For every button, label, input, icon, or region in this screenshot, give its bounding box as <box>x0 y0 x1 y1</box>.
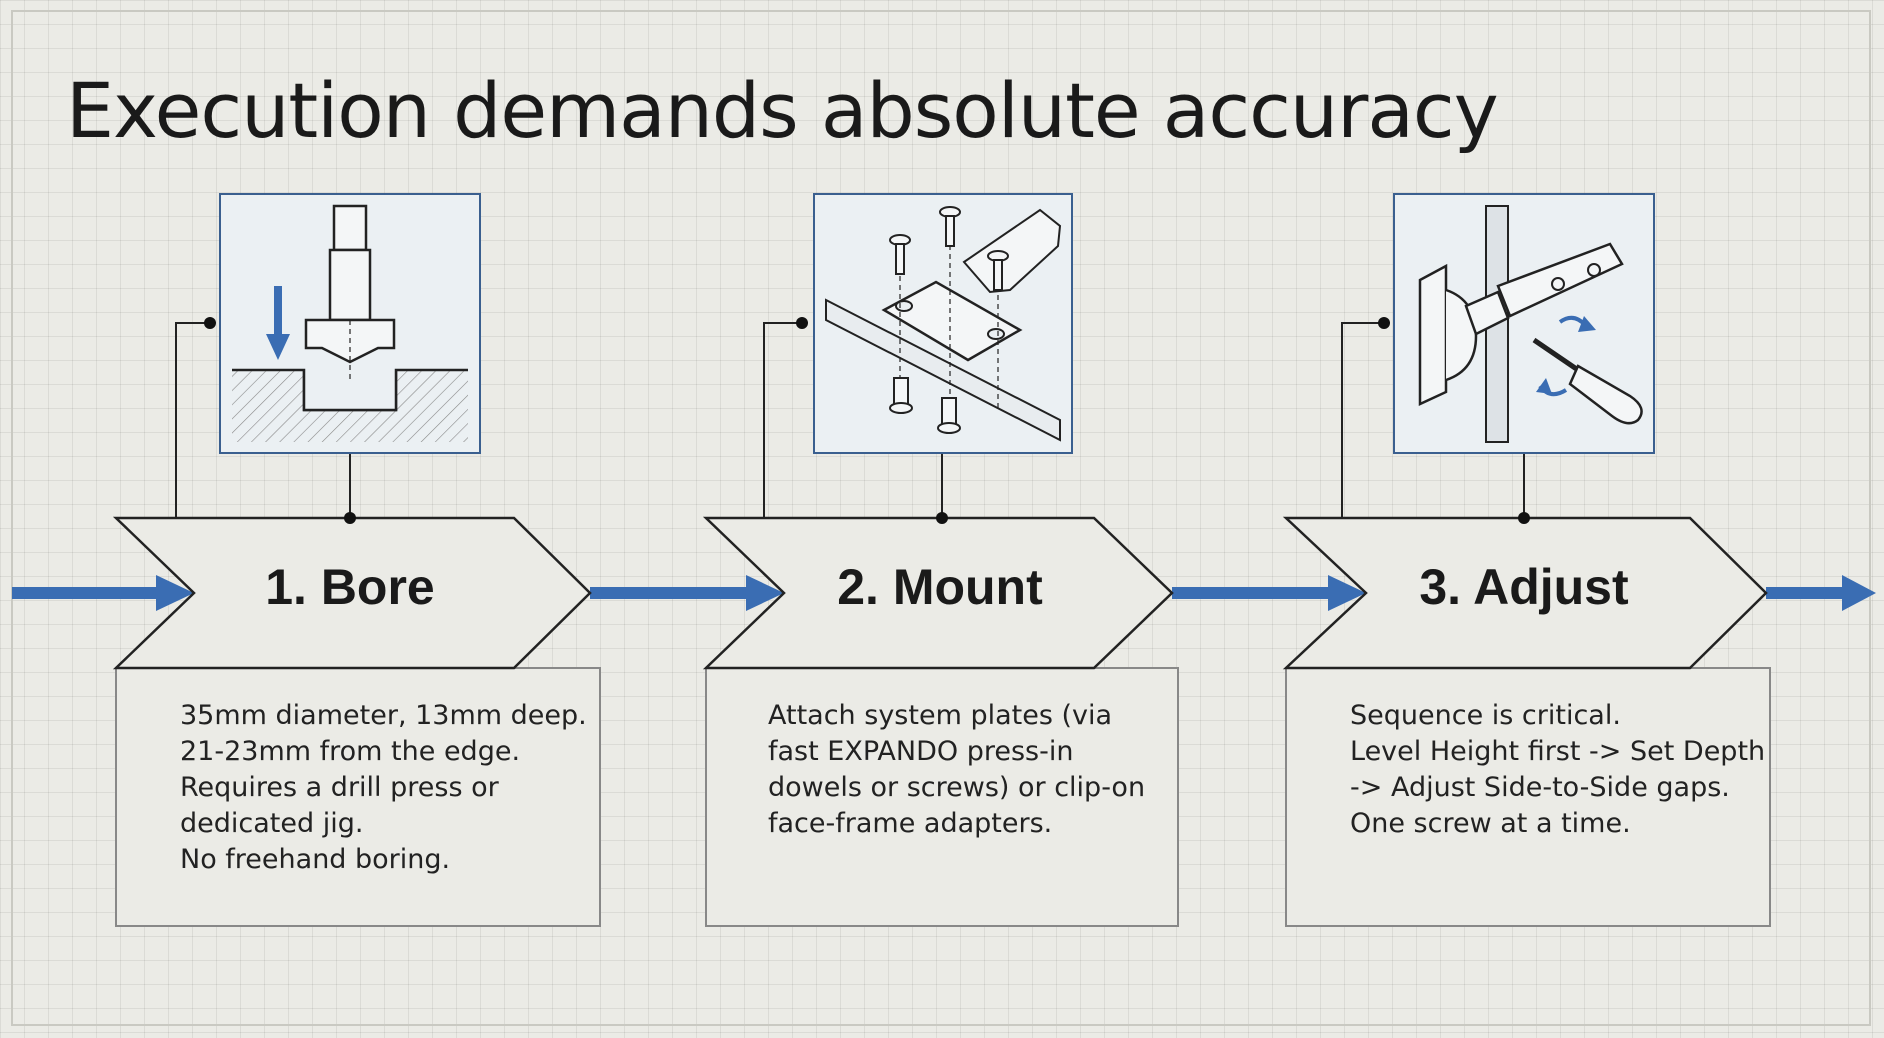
step-2-label: 2. Mount <box>837 559 1043 615</box>
flow-arrow-4 <box>1766 575 1876 611</box>
step-3-line: One screw at a time. <box>1350 808 1631 839</box>
flow-arrow-1 <box>12 575 194 611</box>
step-card-2 <box>702 317 1179 927</box>
mounting-plate-screws-icon <box>813 193 1073 454</box>
hinge-adjust-screwdriver-icon <box>1393 193 1655 454</box>
step-1-line: No freehand boring. <box>180 844 451 875</box>
step-3-line: -> Adjust Side-to-Side gaps. <box>1350 772 1730 803</box>
step-card-3 <box>1282 317 1771 927</box>
forstner-bit-boring-icon <box>219 193 481 454</box>
step-3-line: Sequence is critical. <box>1350 700 1621 731</box>
step-3-description: Sequence is critical. Level Height first… <box>1350 698 1766 842</box>
slide-title: Execution demands absolute accuracy <box>66 66 1499 155</box>
step-2-line: dowels or screws) or clip-on <box>768 772 1146 803</box>
slide-frame <box>11 10 1871 1026</box>
step-2-line: Attach system plates (via <box>768 700 1113 731</box>
flow-arrow-3 <box>1172 575 1366 611</box>
flow-arrow-2 <box>590 575 784 611</box>
step-1-line: Requires a drill press or <box>180 772 499 803</box>
step-1-label: 1. Bore <box>265 559 435 615</box>
step-1-line: dedicated jig. <box>180 808 364 839</box>
step-2-line: fast EXPANDO press-in <box>768 736 1074 767</box>
step-1-line: 21-23mm from the edge. <box>180 736 521 767</box>
step-1-description: 35mm diameter, 13mm deep. 21-23mm from t… <box>180 698 587 878</box>
step-1-line: 35mm diameter, 13mm deep. <box>180 700 587 731</box>
step-3-line: Level Height first -> Set Depth <box>1350 736 1766 767</box>
step-2-description: Attach system plates (via fast EXPANDO p… <box>768 698 1168 842</box>
step-2-line: face-frame adapters. <box>768 808 1053 839</box>
step-card-1 <box>112 317 601 927</box>
step-3-label: 3. Adjust <box>1419 559 1629 615</box>
